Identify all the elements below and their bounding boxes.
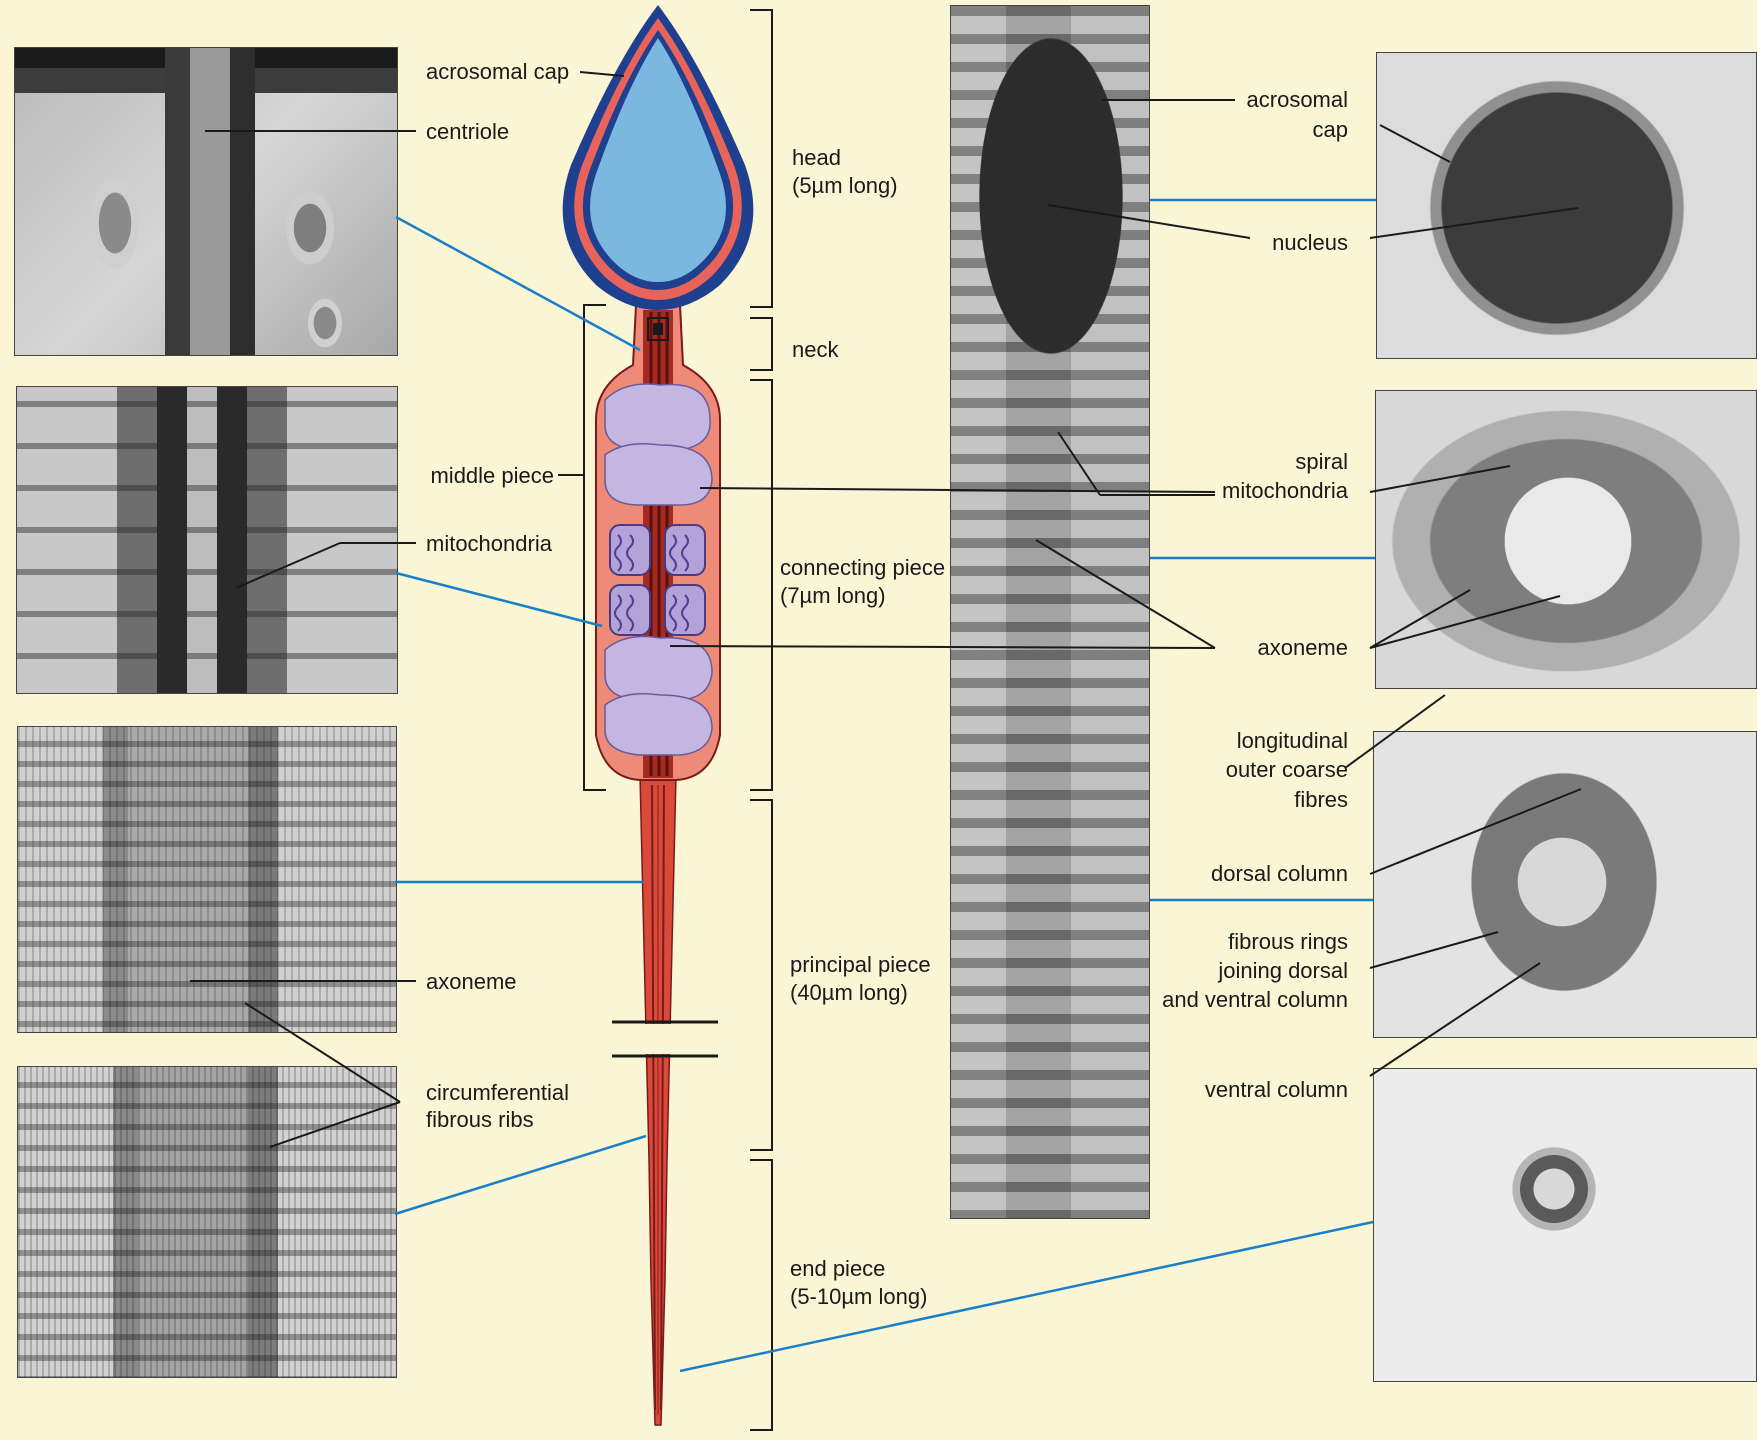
label-head-length: (5µm long) [792, 172, 898, 199]
label-spiral-mitochondria: mitochondria [1200, 477, 1348, 504]
label-fibres: fibres [1160, 786, 1348, 813]
label-connecting-piece: connecting piece [780, 554, 945, 581]
label-end-length: (5-10µm long) [790, 1283, 927, 1310]
label-head: head [792, 144, 841, 171]
sperm-tail-icon [612, 775, 718, 1425]
label-dorsal-column: dorsal column [1150, 860, 1348, 887]
label-axoneme-left: axoneme [426, 968, 517, 995]
label-outer-coarse: outer coarse [1160, 756, 1348, 783]
label-longitudinal: longitudinal [1160, 727, 1348, 754]
label-spiral: spiral [1200, 448, 1348, 475]
label-cap-right: cap [1200, 116, 1348, 143]
label-fibrous-ribs: fibrous ribs [426, 1106, 534, 1133]
label-end-piece: end piece [790, 1255, 885, 1282]
label-centriole: centriole [426, 118, 509, 145]
label-acrosomal-cap-right: acrosomal [1200, 86, 1348, 113]
label-principal-piece: principal piece [790, 951, 931, 978]
label-ventral-column-joining: and ventral column [1120, 986, 1348, 1013]
label-axoneme-right: axoneme [1200, 634, 1348, 661]
label-fibrous-rings: fibrous rings [1140, 928, 1348, 955]
middle-piece-body [596, 305, 720, 780]
label-mitochondria-left: mitochondria [426, 530, 552, 557]
label-ventral-column: ventral column [1140, 1076, 1348, 1103]
label-connecting-length: (7µm long) [780, 582, 886, 609]
label-joining-dorsal: joining dorsal [1140, 957, 1348, 984]
label-neck: neck [792, 336, 838, 363]
label-middle-piece: middle piece [418, 462, 554, 489]
label-principal-length: (40µm long) [790, 979, 908, 1006]
label-acrosomal-cap-left: acrosomal cap [426, 58, 569, 85]
label-nucleus: nucleus [1200, 229, 1348, 256]
label-circumferential: circumferential [426, 1079, 569, 1106]
sperm-head-icon [563, 5, 754, 310]
